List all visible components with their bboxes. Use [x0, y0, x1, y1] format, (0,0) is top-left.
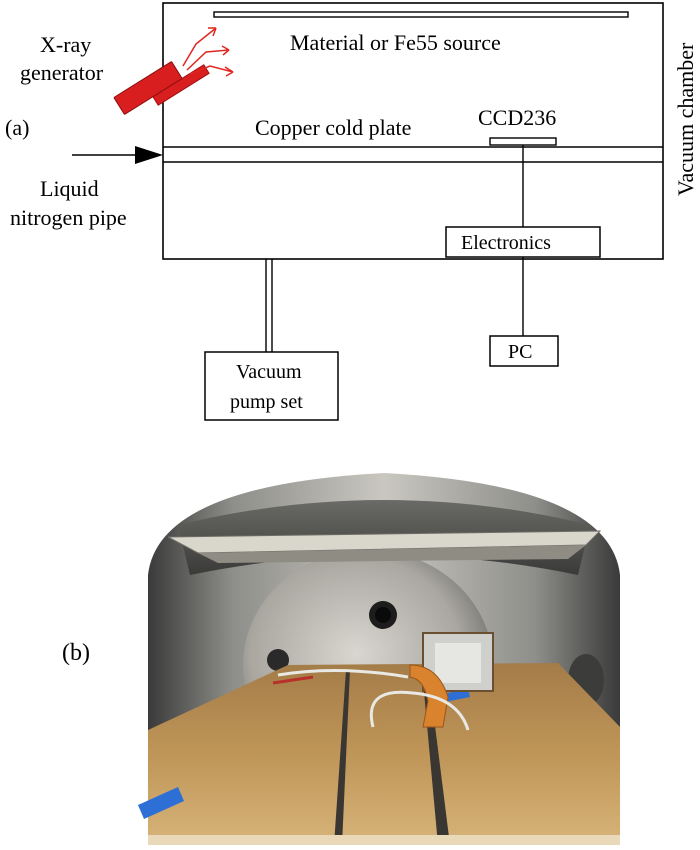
panel-a-label: (a) [5, 115, 29, 140]
xray-generator-icon [113, 27, 234, 115]
electronics-label: Electronics [461, 232, 551, 254]
xray-label-line2: generator [20, 60, 104, 85]
ccd-label: CCD236 [478, 105, 556, 130]
vacuum-chamber-box [162, 2, 664, 260]
nitrogen-label-line1: Liquid [40, 176, 99, 201]
panel-b-label: (b) [62, 640, 90, 666]
nitrogen-arrow-head [135, 146, 163, 164]
chamber-photo [138, 465, 630, 845]
nitrogen-label-line2: nitrogen pipe [10, 205, 127, 230]
vacuum-pump-box [204, 351, 339, 421]
pc-label: PC [508, 341, 532, 363]
xray-label-line1: X-ray [40, 32, 91, 57]
vacuum-chamber-label: Vacuum chamber [673, 42, 698, 196]
source-label: Material or Fe55 source [290, 30, 501, 55]
cold-plate-label: Copper cold plate [255, 115, 411, 140]
source-bar [213, 11, 629, 18]
pc-box [489, 335, 559, 367]
setup-diagram: Material or Fe55 source X-ray generator … [5, 2, 698, 421]
electronics-box [445, 226, 601, 258]
pump-label-line2: pump set [230, 391, 303, 413]
ccd-chip [489, 137, 557, 146]
pump-label-line1: Vacuum [236, 361, 302, 383]
